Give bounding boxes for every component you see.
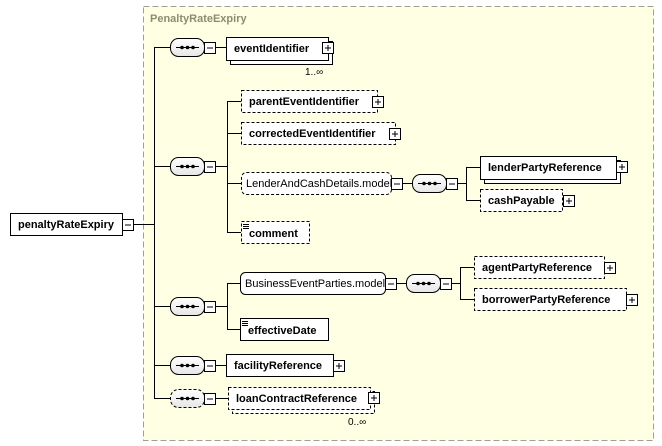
cardinality-label: 0..∞ — [348, 417, 366, 428]
element-cash-payable[interactable]: cashPayable — [480, 189, 575, 212]
lender-party-reference-label: lenderPartyReference — [488, 162, 602, 174]
sequence-compositor-lender[interactable] — [412, 174, 458, 193]
expand-icon[interactable] — [322, 42, 334, 54]
lender-cash-model-label: LenderAndCashDetails.model — [246, 178, 392, 190]
element-corrected-event-identifier[interactable]: correctedEventIdentifier — [241, 122, 401, 145]
group-box — [143, 6, 654, 441]
element-comment[interactable]: comment — [241, 221, 310, 244]
expand-icon[interactable] — [389, 128, 401, 140]
group-title: PenaltyRateExpiry — [150, 13, 247, 25]
root-element[interactable]: penaltyRateExpiry — [10, 213, 134, 236]
connectors — [134, 47, 480, 399]
borrower-party-reference-label: borrowerPartyReference — [482, 294, 610, 306]
element-loan-contract-reference[interactable]: loanContractReference 0..∞ — [228, 387, 380, 429]
corrected-event-identifier-label: correctedEventIdentifier — [249, 128, 376, 140]
text-content-icon — [242, 321, 248, 326]
expand-icon[interactable] — [616, 161, 628, 173]
collapse-icon[interactable] — [385, 278, 397, 290]
group-lender-and-cash-details[interactable]: LenderAndCashDetails.model — [241, 172, 403, 195]
expand-icon[interactable] — [604, 262, 616, 274]
element-event-identifier[interactable]: eventIdentifier 1..∞ — [226, 37, 334, 79]
effective-date-label: effectiveDate — [248, 325, 316, 337]
loan-contract-reference-label: loanContractReference — [236, 393, 357, 405]
expand-icon[interactable] — [368, 392, 380, 404]
sequence-compositor-1[interactable] — [170, 38, 216, 57]
element-borrower-party-reference[interactable]: borrowerPartyReference — [474, 288, 638, 311]
element-lender-party-reference[interactable]: lenderPartyReference — [480, 156, 628, 184]
text-content-icon — [243, 224, 249, 229]
element-agent-party-reference[interactable]: agentPartyReference — [474, 256, 616, 279]
sequence-compositor-2[interactable] — [170, 157, 216, 176]
root-label: penaltyRateExpiry — [18, 219, 115, 231]
cardinality-label: 1..∞ — [305, 67, 323, 78]
business-event-parties-label: BusinessEventParties.model — [245, 278, 385, 290]
element-parent-event-identifier[interactable]: parentEventIdentifier — [241, 90, 384, 113]
facility-reference-label: facilityReference — [234, 360, 322, 372]
expand-icon[interactable] — [372, 96, 384, 108]
sequence-compositor-3[interactable] — [170, 297, 216, 316]
cash-payable-label: cashPayable — [488, 195, 555, 207]
group-business-event-parties[interactable]: BusinessEventParties.model — [240, 272, 397, 295]
sequence-compositor-parties[interactable] — [406, 274, 452, 293]
collapse-icon[interactable] — [391, 178, 403, 190]
collapse-icon[interactable] — [122, 219, 134, 231]
expand-icon[interactable] — [333, 360, 345, 372]
agent-party-reference-label: agentPartyReference — [482, 262, 592, 274]
sequence-compositor-5[interactable] — [170, 389, 216, 408]
expand-icon[interactable] — [626, 294, 638, 306]
element-effective-date[interactable]: effectiveDate — [240, 318, 329, 341]
parent-event-identifier-label: parentEventIdentifier — [249, 96, 360, 108]
sequence-compositor-4[interactable] — [170, 356, 216, 375]
expand-icon[interactable] — [563, 195, 575, 207]
element-facility-reference[interactable]: facilityReference — [226, 354, 345, 377]
comment-label: comment — [249, 228, 298, 240]
event-identifier-label: eventIdentifier — [234, 43, 310, 55]
